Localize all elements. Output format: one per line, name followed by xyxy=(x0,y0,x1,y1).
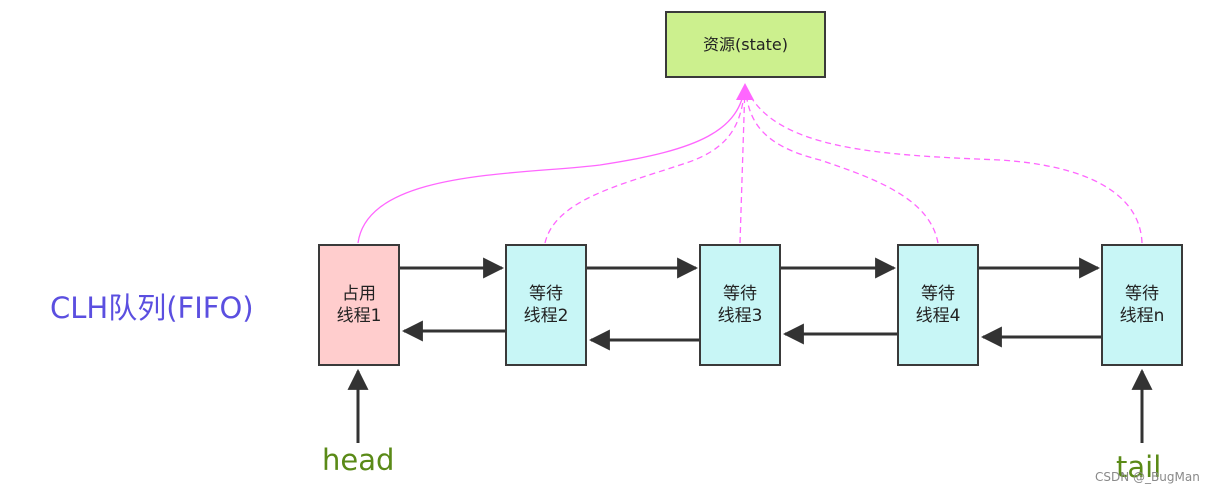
pointer-arrows xyxy=(347,368,1153,443)
thread-status: 等待 xyxy=(921,284,955,304)
thread-node-3: 等待 线程3 xyxy=(699,244,781,366)
thread-status: 等待 xyxy=(723,284,757,304)
thread-name: 线程n xyxy=(1119,306,1165,326)
resource-state-label: 资源(state) xyxy=(702,34,789,54)
state-link-thread-1 xyxy=(357,84,746,244)
thread-node-2: 等待 线程2 xyxy=(505,244,587,366)
head-label: head xyxy=(322,443,395,477)
thread-status: 等待 xyxy=(1125,284,1159,304)
queue-label: CLH队列(FIFO) xyxy=(50,291,254,325)
resource-state-node: 资源(state) xyxy=(665,11,826,78)
thread-status: 占用 xyxy=(342,284,376,304)
state-link-thread-4 xyxy=(744,84,939,244)
state-link-thread-n xyxy=(744,84,1143,244)
thread-node-n: 等待 线程n xyxy=(1101,244,1183,366)
thread-status: 等待 xyxy=(529,284,563,304)
watermark: CSDN @_BugMan xyxy=(1095,470,1200,484)
tail-label: tail xyxy=(1116,450,1162,484)
prev-links xyxy=(401,320,1101,351)
thread-node-1: 占用 线程1 xyxy=(318,244,400,366)
state-arrowhead xyxy=(736,83,754,100)
state-links xyxy=(357,84,1143,244)
thread-name: 线程1 xyxy=(336,306,382,326)
state-link-thread-2 xyxy=(544,84,746,244)
thread-node-4: 等待 线程4 xyxy=(897,244,979,366)
thread-name: 线程2 xyxy=(523,306,569,326)
thread-name: 线程4 xyxy=(915,306,961,326)
state-link-thread-3 xyxy=(739,84,746,244)
thread-name: 线程3 xyxy=(717,306,763,326)
